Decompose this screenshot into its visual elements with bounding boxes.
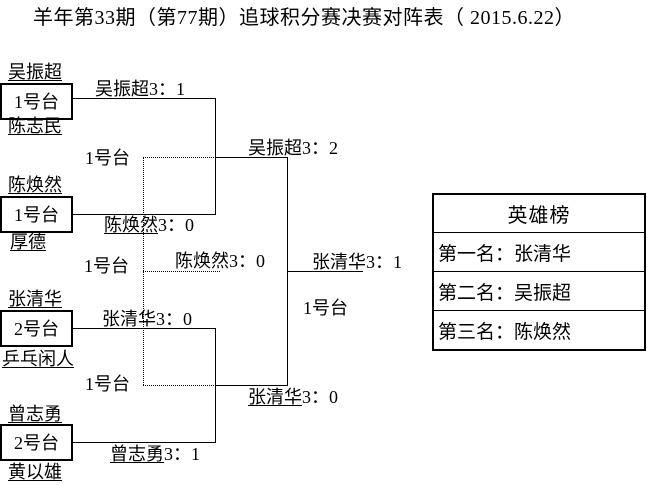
match4-winner-line: [73, 442, 216, 443]
final-winner-line: [287, 271, 363, 272]
match3-table-label: 2号台: [14, 318, 59, 339]
semifinal1-table-label: 1号台: [85, 148, 130, 168]
match1-table-box: 1号台: [0, 83, 73, 120]
third-place-bottom-dotted-line: [143, 385, 216, 386]
match4-player-top: 曾志勇: [8, 404, 62, 424]
hero-board-table: 英雄榜 第一名：张清华 第二名：吴振超 第三名：陈焕然: [432, 193, 646, 351]
match4-player-bottom: 黄以雄: [8, 462, 62, 482]
third-place-table-label: 1号台: [84, 256, 129, 276]
match1-player-bottom: 陈志民: [8, 116, 62, 136]
match1-player-top: 吴振超: [8, 62, 62, 82]
third-place-result-label: 陈焕然3：0: [175, 251, 265, 271]
match3-winner-line: [73, 328, 216, 329]
page-title: 羊年第33期（第77期）追球积分赛决赛对阵表（ 2015.6.22）: [33, 7, 575, 29]
match4-result-label: 曾志勇3：1: [110, 444, 200, 464]
match3-table-box: 2号台: [0, 310, 73, 347]
semifinal2-result-label: 张清华3：0: [248, 387, 338, 407]
hero-board-row-second: 第二名：吴振超: [434, 271, 644, 310]
third-place-result-dotted-line: [143, 271, 220, 272]
semifinal2-winner-line: [215, 385, 288, 386]
match3-result-label: 张清华3：0: [102, 309, 192, 329]
hero-board-title: 英雄榜: [507, 205, 571, 227]
match3-player-bottom: 乒乓闲人: [2, 349, 74, 369]
hero-board-row-third: 第三名：陈焕然: [434, 310, 644, 349]
semifinal1-winner-line: [215, 157, 288, 158]
final-result-label: 张清华3：1: [312, 252, 402, 272]
match2-result-label: 陈焕然3：0: [104, 215, 194, 235]
match2-player-bottom: 厚德: [10, 232, 46, 252]
match2-winner-line: [73, 214, 216, 215]
match2-table-box: 1号台: [0, 196, 73, 233]
match2-table-label: 1号台: [14, 204, 59, 225]
match4-table-box: 2号台: [0, 424, 73, 461]
match3-player-top: 张清华: [8, 289, 62, 309]
match4-table-label: 2号台: [14, 432, 59, 453]
hero-board-row-first: 第一名：张清华: [434, 232, 644, 271]
match1-winner-line: [73, 98, 216, 99]
final-table-label: 1号台: [303, 298, 348, 318]
semifinal2-table-label: 1号台: [85, 374, 130, 394]
semifinal1-result-label: 吴振超3：2: [248, 138, 338, 158]
connector-match1-match2: [215, 98, 216, 215]
third-place-top-dotted-line: [143, 157, 216, 158]
match2-player-top: 陈焕然: [8, 175, 62, 195]
match1-table-label: 1号台: [14, 91, 59, 112]
match1-result-label: 吴振超3：1: [95, 79, 185, 99]
